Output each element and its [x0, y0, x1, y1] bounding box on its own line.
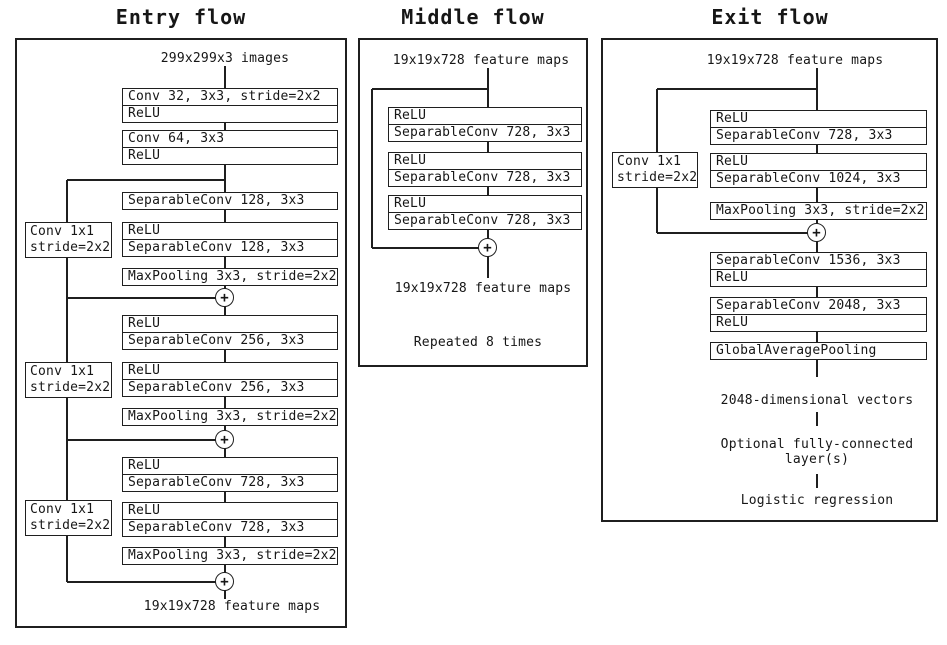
layer-label: SeparableConv 128, 3x3 [123, 239, 337, 256]
layer-label: ReLU [711, 314, 926, 331]
layer-label: ReLU [394, 196, 427, 211]
layer-label: SeparableConv 1536, 3x3 [716, 253, 901, 268]
entry-add-icon-1: + [215, 288, 234, 307]
exit-add-icon: + [807, 223, 826, 242]
layer-label: MaxPooling 3x3, stride=2x2 [716, 203, 925, 218]
entry-merge-connector [67, 439, 225, 441]
exit-flow-panel [601, 38, 938, 522]
middle-add-icon: + [478, 238, 497, 257]
entry-flow-panel [15, 38, 347, 628]
exit-main-connector [816, 68, 818, 377]
entry-input-label: 299x299x3 images [160, 51, 290, 66]
entry-merge-connector [67, 581, 225, 583]
exit-shortcut-conv1x1-box: Conv 1x1 stride=2x2 [612, 152, 698, 188]
middle-output-label: 19x19x728 feature maps [394, 281, 572, 296]
layer-label: ReLU [128, 223, 161, 238]
exit-fc-label: Optional fully-connected layer(s) [720, 437, 914, 467]
exit-skip-branch [657, 88, 817, 90]
layer-label: ReLU [123, 147, 337, 164]
exit-tail-connector [816, 412, 818, 426]
layer-label: SeparableConv 728, 3x3 [389, 169, 581, 186]
layer-label: ReLU [128, 363, 161, 378]
middle-flow-title: Middle flow [401, 5, 545, 29]
exit-vectors-label: 2048-dimensional vectors [720, 393, 914, 408]
entry-skip-branch [67, 179, 225, 181]
exit-flow-title: Exit flow [711, 5, 829, 29]
middle-input-label: 19x19x728 feature maps [392, 53, 570, 68]
layer-label: ReLU [128, 503, 161, 518]
entry-flow-title: Entry flow [115, 5, 247, 29]
layer-label: SeparableConv 728, 3x3 [123, 474, 337, 491]
layer-label: SeparableConv 256, 3x3 [123, 332, 337, 349]
middle-skip-rail [371, 89, 373, 248]
entry-shortcut-conv1x1-box-3: Conv 1x1 stride=2x2 [25, 500, 112, 536]
layer-label: SeparableConv 728, 3x3 [389, 124, 581, 141]
entry-merge-connector [67, 297, 225, 299]
exit-merge-connector [657, 232, 817, 234]
layer-label: MaxPooling 3x3, stride=2x2 [128, 409, 337, 424]
layer-label: ReLU [394, 153, 427, 168]
layer-label: ReLU [128, 458, 161, 473]
layer-label: SeparableConv 128, 3x3 [128, 193, 305, 208]
entry-layer-box-maxpool1: MaxPooling 3x3, stride=2x2 [122, 268, 338, 286]
entry-add-icon-2: + [215, 430, 234, 449]
entry-output-label: 19x19x728 feature maps [143, 599, 321, 614]
middle-skip-branch [372, 88, 488, 90]
entry-layer-box-sepconv128a: SeparableConv 128, 3x3 [122, 192, 338, 210]
exit-layer-box-maxpool: MaxPooling 3x3, stride=2x2 [710, 202, 927, 220]
layer-label: ReLU [711, 269, 926, 286]
entry-layer-box-maxpool3: MaxPooling 3x3, stride=2x2 [122, 547, 338, 565]
exit-input-label: 19x19x728 feature maps [706, 53, 884, 68]
layer-label: SeparableConv 2048, 3x3 [716, 298, 901, 313]
layer-label: ReLU [128, 316, 161, 331]
layer-label: SeparableConv 1024, 3x3 [711, 170, 926, 187]
entry-shortcut-conv1x1-box-1: Conv 1x1 stride=2x2 [25, 222, 112, 258]
layer-label: ReLU [716, 111, 749, 126]
layer-label: SeparableConv 728, 3x3 [711, 127, 926, 144]
layer-label: SeparableConv 256, 3x3 [123, 379, 337, 396]
layer-label: ReLU [716, 154, 749, 169]
layer-label: ReLU [394, 108, 427, 123]
layer-label: Conv 32, 3x3, stride=2x2 [128, 89, 321, 104]
exit-layer-box-globalavgpool: GlobalAveragePooling [710, 342, 927, 360]
exit-tail-connector [816, 474, 818, 488]
layer-label: SeparableConv 728, 3x3 [123, 519, 337, 536]
layer-label: Conv 64, 3x3 [128, 131, 225, 146]
entry-add-icon-3: + [215, 572, 234, 591]
entry-shortcut-conv1x1-box-2: Conv 1x1 stride=2x2 [25, 362, 112, 398]
layer-label: GlobalAveragePooling [716, 343, 877, 358]
layer-label: ReLU [123, 105, 337, 122]
entry-layer-box-maxpool2: MaxPooling 3x3, stride=2x2 [122, 408, 338, 426]
middle-flow-panel [358, 38, 588, 367]
middle-repeat-note: Repeated 8 times [413, 335, 543, 350]
layer-label: MaxPooling 3x3, stride=2x2 [128, 269, 337, 284]
layer-label: MaxPooling 3x3, stride=2x2 [128, 548, 337, 563]
exit-logistic-label: Logistic regression [740, 493, 894, 508]
middle-merge-connector [372, 247, 488, 249]
layer-label: SeparableConv 728, 3x3 [389, 212, 581, 229]
